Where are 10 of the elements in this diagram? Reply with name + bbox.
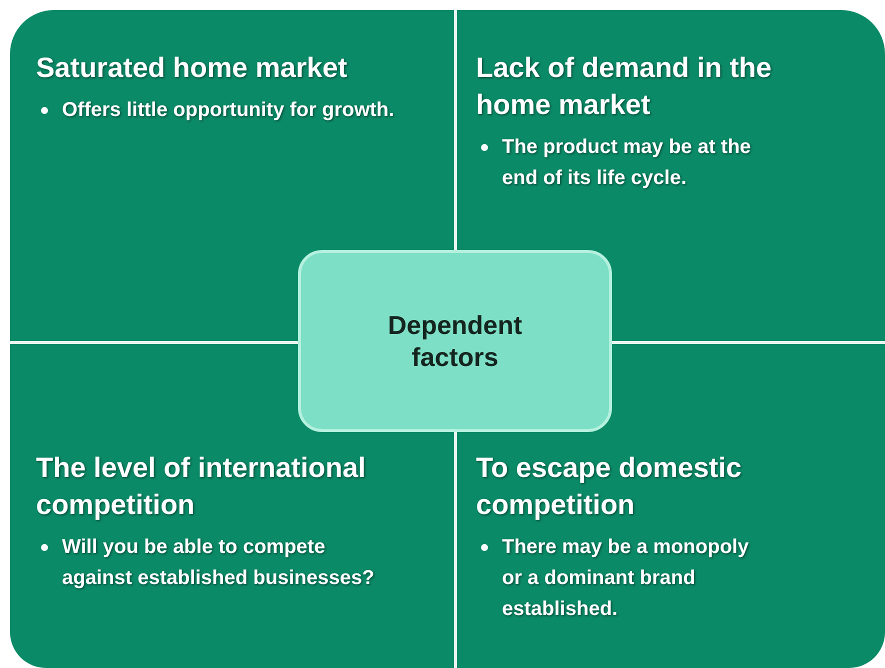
quadrant-heading: The level of international competition: [36, 451, 367, 522]
quadrant-heading: To escape domestic competition: [476, 451, 743, 522]
bullet-point: Offers little opportunity for growth.: [36, 94, 397, 126]
center-label: Dependent factors: [386, 308, 524, 374]
quadrant-heading: Saturated home market: [36, 51, 348, 85]
quadrant-heading: Lack of demand in the home market: [476, 51, 773, 122]
bullet-point: Will you be able to compete against established businesses?: [36, 532, 397, 594]
bullet-point: The product may be at the end of its life cycle.: [476, 132, 764, 194]
bullet-point: There may be a monopoly or a dominant brand established.: [476, 532, 764, 625]
center-box: [298, 250, 612, 432]
